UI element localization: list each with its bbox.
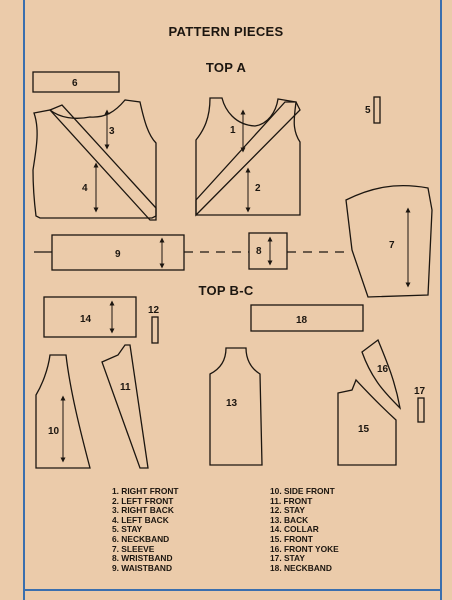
legend-item: 16. FRONT YOKE: [270, 543, 339, 554]
page-title: PATTERN PIECES: [168, 24, 284, 39]
piece-label-16: 16: [377, 364, 389, 375]
piece-label-11: 11: [120, 382, 131, 393]
legend-item: 7. SLEEVE: [112, 543, 155, 554]
piece-17-stay: [417, 397, 425, 423]
piece-label-2: 2: [255, 183, 261, 194]
piece-label-9: 9: [115, 249, 121, 260]
piece-label-8: 8: [256, 246, 262, 257]
piece-back-top-a: [32, 99, 157, 219]
piece-back-band: [48, 104, 157, 221]
piece-8-wristband: [248, 232, 288, 270]
piece-15-front: [337, 378, 397, 466]
piece-label-3: 3: [109, 126, 115, 137]
piece-14-collar: [43, 296, 137, 338]
legend-item: 4. LEFT BACK: [112, 514, 169, 525]
legend-item: 2. LEFT FRONT: [112, 495, 174, 506]
piece-label-17: 17: [414, 386, 426, 397]
piece-front-band: [195, 101, 301, 217]
legend-item: 15. FRONT: [270, 533, 313, 544]
piece-16-front-yoke: [361, 338, 402, 410]
piece-label-14: 14: [80, 314, 92, 325]
legend-item: 6. NECKBAND: [112, 533, 170, 544]
legend-list-right: 10. SIDE FRONT 11. FRONT 12. STAY 13. BA…: [270, 486, 339, 573]
legend-item: 9. WAISTBAND: [112, 562, 173, 573]
piece-5-stay: [373, 96, 381, 124]
legend-item: 17. STAY: [270, 553, 305, 564]
piece-18-neckband: [250, 304, 364, 332]
legend-item: 3. RIGHT BACK: [112, 505, 174, 516]
piece-label-18: 18: [296, 315, 308, 326]
piece-label-12: 12: [148, 305, 160, 316]
legend-item: 10. SIDE FRONT: [270, 486, 335, 496]
piece-label-1: 1: [230, 125, 236, 136]
legend-item: 12. STAY: [270, 505, 305, 516]
legend-list-left: 1. RIGHT FRONT 2. LEFT FRONT 3. RIGHT BA…: [112, 486, 179, 573]
legend-item: 8. WRISTBAND: [112, 553, 173, 564]
piece-label-15: 15: [358, 424, 370, 435]
piece-front-top-a: [195, 97, 301, 216]
piece-7-sleeve: [345, 185, 433, 298]
piece-12-stay: [151, 316, 159, 344]
piece-label-5: 5: [365, 105, 371, 116]
piece-label-7: 7: [389, 240, 395, 251]
piece-10-side-front: [35, 354, 91, 469]
legend-item: 14. COLLAR: [270, 524, 319, 535]
piece-11-front: [101, 344, 149, 469]
piece-label-4: 4: [82, 183, 88, 194]
piece-label-13: 13: [226, 398, 238, 409]
legend-item: 11. FRONT: [270, 495, 313, 506]
piece-6-neckband: [32, 71, 120, 93]
legend-item: 5. STAY: [112, 524, 143, 535]
piece-label-6: 6: [72, 78, 78, 89]
legend-item: 18. NECKBAND: [270, 562, 332, 573]
section-title-top-bc: TOP B-C: [198, 283, 254, 298]
piece-label-10: 10: [48, 426, 60, 437]
section-title-top-a: TOP A: [205, 60, 247, 75]
legend-item: 13. BACK: [270, 514, 309, 525]
legend-item: 1. RIGHT FRONT: [112, 486, 179, 496]
piece-13-back: [209, 347, 263, 466]
